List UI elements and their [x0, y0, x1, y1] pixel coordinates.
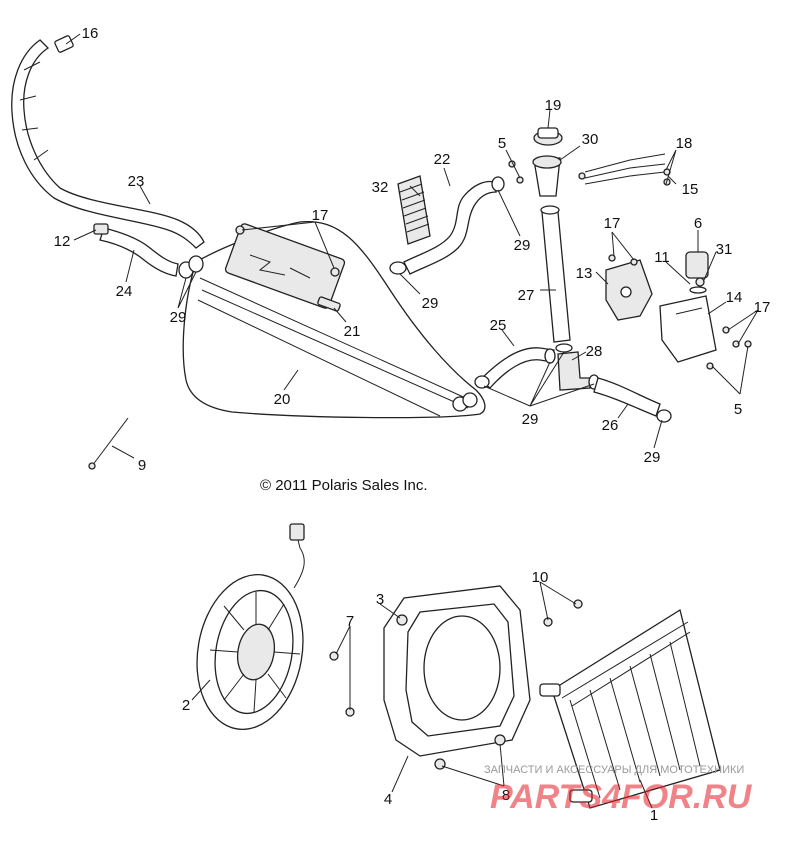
callout-28: 28: [586, 343, 603, 360]
callout-29-b: 29: [422, 295, 439, 312]
probe-9: [88, 417, 129, 470]
watermark-tagline: ЗАПЧАСТИ И АКСЕССУАРЫ ДЛЯ МОТОТЕХНИКИ: [484, 764, 744, 776]
callout-12: 12: [54, 233, 71, 250]
callout-29-a: 29: [170, 309, 187, 326]
callout-22: 22: [434, 151, 451, 168]
callout-16: 16: [82, 25, 99, 42]
callout-4: 4: [384, 791, 392, 808]
callout-7: 7: [346, 613, 354, 630]
hose-24: [99, 227, 179, 277]
callout-30: 30: [582, 131, 599, 148]
fan-wire-connector: [289, 523, 305, 589]
callout-21: 21: [344, 323, 361, 340]
radiator-1: [539, 608, 721, 809]
screws-17-bracket: [608, 254, 638, 266]
callout-15: 15: [682, 181, 699, 198]
callout-5-a: 5: [498, 135, 506, 152]
callout-26: 26: [602, 417, 619, 434]
callout-29-e: 29: [644, 449, 661, 466]
callout-23: 23: [128, 173, 145, 190]
callout-27: 27: [518, 287, 535, 304]
hose-22: [403, 180, 497, 275]
vent-lines-18: [578, 153, 671, 186]
copyright-notice: © 2011 Polaris Sales Inc.: [260, 477, 428, 494]
callout-11: 11: [654, 249, 670, 266]
screws-5-top: [508, 160, 524, 184]
fitting-16: [54, 35, 74, 53]
heat-exchanger-20: [182, 220, 486, 419]
callout-17-c: 17: [754, 299, 771, 316]
callout-9: 9: [138, 457, 146, 474]
reservoir-cap-6: [685, 251, 709, 279]
bracket-13: [605, 259, 653, 321]
bleeder-12: [93, 223, 109, 235]
watermark-brand: PARTS4FOR.RU: [490, 778, 753, 816]
callout-29-c: 29: [514, 237, 531, 254]
callout-29-d: 29: [522, 411, 539, 428]
fitting-31: [695, 277, 705, 287]
callout-24: 24: [116, 283, 133, 300]
callout-17-a: 17: [312, 207, 329, 224]
callout-2: 2: [182, 697, 190, 714]
leader-lines: [65, 33, 759, 809]
callout-20: 20: [274, 391, 291, 408]
shroud-4: [383, 585, 531, 757]
sleeve-32: [397, 175, 431, 245]
callout-31: 31: [716, 241, 733, 258]
callout-17-b: 17: [604, 215, 621, 232]
sensor-21: [317, 296, 341, 312]
callout-14: 14: [726, 289, 743, 306]
callout-25: 25: [490, 317, 507, 334]
reservoir-14: [659, 295, 717, 363]
callout-32: 32: [372, 179, 389, 196]
hose-23: [11, 39, 205, 249]
callout-6: 6: [694, 215, 702, 232]
filler-neck-30: [532, 155, 562, 197]
clamp-29-right: [656, 409, 672, 423]
screws-17-upper: [235, 225, 340, 277]
gasket-11: [689, 286, 707, 294]
callout-19: 19: [545, 97, 562, 114]
bolts-10: [543, 599, 583, 627]
pipe-27: [540, 205, 571, 343]
callout-5-b: 5: [734, 401, 742, 418]
hose-25: [479, 347, 555, 389]
callout-1: 1: [650, 807, 658, 824]
hose-26: [593, 377, 661, 417]
callout-3: 3: [376, 591, 384, 608]
fan-2: [196, 574, 304, 730]
callout-13: 13: [576, 265, 593, 282]
callout-10: 10: [532, 569, 549, 586]
radiator-cap-19: [533, 127, 563, 146]
callout-18: 18: [676, 135, 693, 152]
callout-8: 8: [502, 787, 510, 804]
clamps-29-mid: [389, 176, 505, 275]
